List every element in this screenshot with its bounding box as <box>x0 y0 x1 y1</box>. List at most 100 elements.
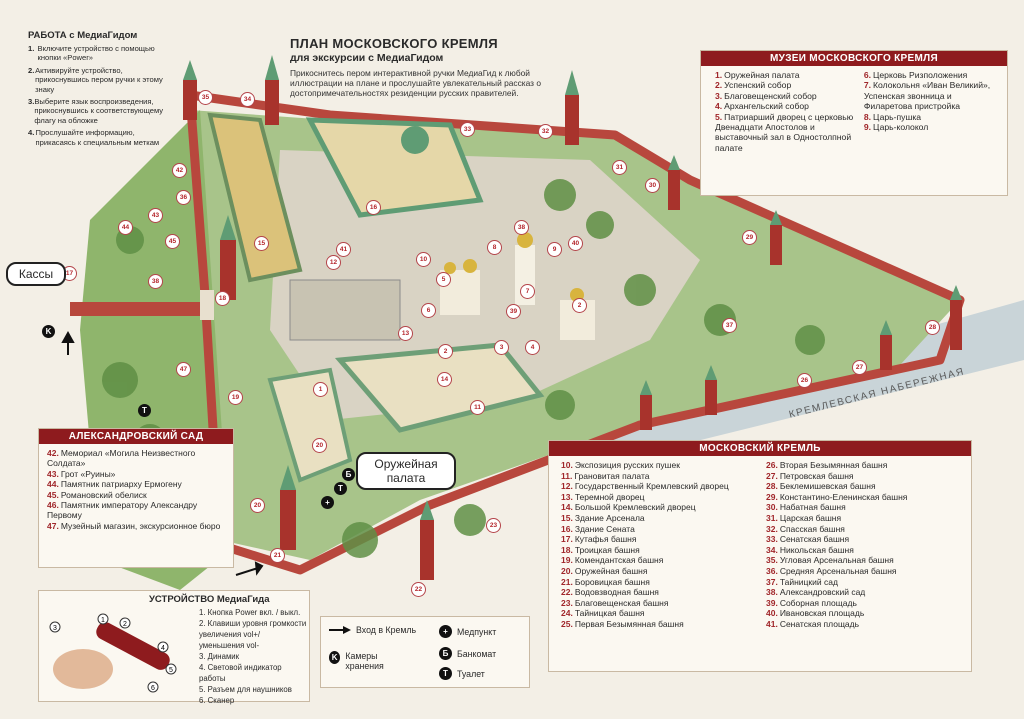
legend-item[interactable]: 12.Государственный Кремлевский дворец <box>561 481 729 492</box>
legend-item[interactable]: 24.Тайницкая башня <box>561 608 645 619</box>
legend-item[interactable]: 23.Благовещенская башня <box>561 597 669 608</box>
legend-item[interactable]: 25.Первая Безымянная башня <box>561 618 684 629</box>
legend-item[interactable]: 34.Никольская башня <box>765 544 854 555</box>
map-pin[interactable]: 11 <box>470 400 485 415</box>
map-pin[interactable]: 4 <box>525 340 540 355</box>
legend-item[interactable]: 31.Царская башня <box>765 512 842 523</box>
legend-item[interactable]: 7.Колокольня «Иван Великий», Успенская з… <box>863 80 991 112</box>
ticket-office-callout[interactable]: Кассы <box>6 262 66 286</box>
legend-item[interactable]: 1.Оружейная палата <box>715 70 800 80</box>
map-pin[interactable]: 42 <box>172 163 187 178</box>
legend-item[interactable]: 41.Сенатская площадь <box>765 618 860 629</box>
map-pin[interactable]: 18 <box>215 291 230 306</box>
map-pin[interactable]: 21 <box>270 548 285 563</box>
legend-item[interactable]: 36.Средняя Арсенальная башня <box>765 565 897 576</box>
legend-item[interactable]: 28.Беклемишевская башня <box>765 481 876 492</box>
legend-item[interactable]: 30.Набатная башня <box>765 502 846 513</box>
legend-item[interactable]: 29.Константино-Еленинская башня <box>765 491 908 502</box>
map-pin[interactable]: 27 <box>852 360 867 375</box>
legend-item[interactable]: 14.Большой Кремлевский дворец <box>561 502 696 513</box>
legend-item[interactable]: 9.Царь-колокол <box>863 122 929 133</box>
map-pin[interactable]: 31 <box>612 160 627 175</box>
map-pin[interactable]: 20 <box>250 498 265 513</box>
legend-item[interactable]: 37.Тайницкий сад <box>765 576 838 587</box>
museums-title: МУЗЕИ МОСКОВСКОГО КРЕМЛЯ <box>701 51 1007 66</box>
legend-item[interactable]: 8.Царь-пушка <box>863 111 922 122</box>
legend-item[interactable]: 42.Мемориал «Могила Неизвестного Солдата… <box>47 448 196 469</box>
legend-item[interactable]: 5.Патриарший дворец с церковью Двенадцат… <box>715 111 854 153</box>
legend-item[interactable]: 13.Теремной дворец <box>561 491 645 502</box>
map-pin[interactable]: 2 <box>438 344 453 359</box>
device-marker <box>49 621 61 633</box>
map-pin[interactable]: 22 <box>411 582 426 597</box>
map-pin[interactable]: 9 <box>547 242 562 257</box>
legend-item[interactable]: 17.Кутафья башня <box>561 534 637 545</box>
map-pin[interactable]: 14 <box>437 372 452 387</box>
map-pin[interactable]: 45 <box>165 234 180 249</box>
legend-item[interactable]: 19.Комендантская башня <box>561 555 664 566</box>
map-pin[interactable]: 40 <box>568 236 583 251</box>
firstaid-symbol: + <box>321 496 334 509</box>
map-pin[interactable]: 1 <box>313 382 328 397</box>
map-pin[interactable]: 43 <box>148 208 163 223</box>
work-step: 3. Выберите язык воспроизведения, прикос… <box>28 97 164 125</box>
map-pin[interactable]: 19 <box>228 390 243 405</box>
legend-item[interactable]: 6.Церковь Ризположения <box>863 70 968 80</box>
map-pin[interactable]: 2 <box>572 298 587 313</box>
map-pin[interactable]: 29 <box>742 230 757 245</box>
map-pin[interactable]: 8 <box>487 240 502 255</box>
map-pin[interactable]: 38 <box>514 220 529 235</box>
map-pin[interactable]: 20 <box>312 438 327 453</box>
legend-item[interactable]: 22.Водовзводная башня <box>561 587 659 598</box>
map-pin[interactable]: 13 <box>398 326 413 341</box>
legend-item[interactable]: 15.Здание Арсенала <box>561 512 645 523</box>
map-pin[interactable]: 47 <box>176 362 191 377</box>
map-pin[interactable]: 3 <box>494 340 509 355</box>
legend-toilet: Т Туалет <box>439 667 485 680</box>
map-pin[interactable]: 15 <box>254 236 269 251</box>
legend-item[interactable]: 32.Спасская башня <box>765 523 845 534</box>
map-pin[interactable]: 6 <box>421 303 436 318</box>
legend-item[interactable]: 26.Вторая Безымянная башня <box>765 460 888 470</box>
map-pin[interactable]: 16 <box>366 200 381 215</box>
legend-item[interactable]: 3.Благовещенский собор <box>715 90 817 101</box>
map-pin[interactable]: 44 <box>118 220 133 235</box>
map-pin[interactable]: 38 <box>148 274 163 289</box>
legend-item[interactable]: 44.Памятник патриарху Ермогену <box>47 479 182 490</box>
legend-item[interactable]: 39.Соборная площадь <box>765 597 857 608</box>
legend-item[interactable]: 47.Музейный магазин, экскурсионное бюро <box>47 520 221 531</box>
legend-item[interactable]: 46.Памятник императору Александру Первом… <box>47 500 198 521</box>
legend-item[interactable]: 10.Экспозиция русских пушек <box>561 460 680 470</box>
legend-item[interactable]: 16.Здание Сената <box>561 523 635 534</box>
legend-item[interactable]: 33.Сенатская башня <box>765 534 850 545</box>
legend-item[interactable]: 11.Грановитая палата <box>561 470 650 481</box>
map-pin[interactable]: 34 <box>240 92 255 107</box>
legend-item[interactable]: 2.Успенский собор <box>715 80 792 91</box>
map-pin[interactable]: 39 <box>506 304 521 319</box>
map-pin[interactable]: 32 <box>538 124 553 139</box>
map-pin[interactable]: 28 <box>925 320 940 335</box>
armory-callout[interactable]: Оружейная палата <box>356 452 456 490</box>
legend-item[interactable]: 4.Архангельский собор <box>715 101 809 112</box>
legend-item[interactable]: 38.Александровский сад <box>765 587 866 598</box>
map-pin[interactable]: 41 <box>336 242 351 257</box>
map-pin[interactable]: 33 <box>460 122 475 137</box>
map-pin[interactable]: 36 <box>176 190 191 205</box>
legend-item[interactable]: 40.Ивановская площадь <box>765 608 865 619</box>
map-pin[interactable]: 37 <box>722 318 737 333</box>
map-pin[interactable]: 7 <box>520 284 535 299</box>
map-pin[interactable]: 23 <box>486 518 501 533</box>
legend-item[interactable]: 27.Петровская башня <box>765 470 854 481</box>
map-pin[interactable]: 10 <box>416 252 431 267</box>
legend-item[interactable]: 18.Троицкая башня <box>561 544 640 555</box>
map-pin[interactable]: 35 <box>198 90 213 105</box>
legend-item[interactable]: 20.Оружейная башня <box>561 565 648 576</box>
map-pin[interactable]: 12 <box>326 255 341 270</box>
map-pin[interactable]: 5 <box>436 272 451 287</box>
legend-item[interactable]: 43.Грот «Руины» <box>47 468 116 479</box>
legend-item[interactable]: 35.Угловая Арсенальная башня <box>765 555 894 566</box>
legend-item[interactable]: 21.Боровицкая башня <box>561 576 650 587</box>
map-pin[interactable]: 26 <box>797 373 812 388</box>
legend-item[interactable]: 45.Романовский обелиск <box>47 489 147 500</box>
map-pin[interactable]: 30 <box>645 178 660 193</box>
